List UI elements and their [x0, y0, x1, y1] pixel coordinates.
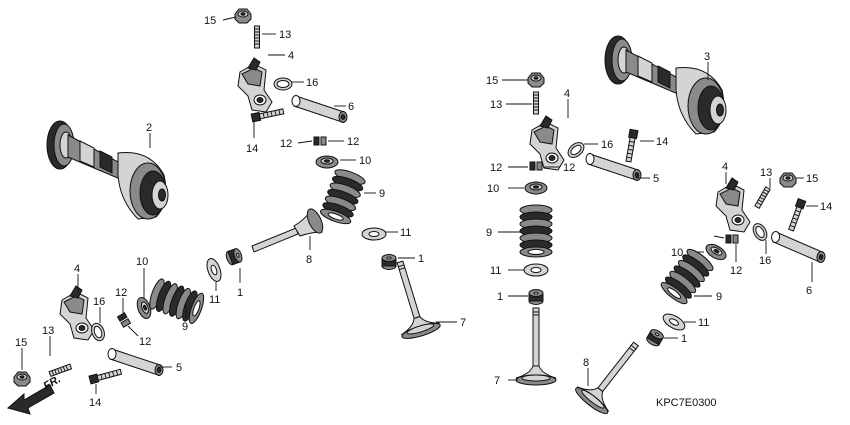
callout-12: 12: [563, 162, 575, 174]
o-ring-16d: [749, 220, 771, 244]
callout-6: 6: [806, 285, 812, 297]
callout-5: 5: [653, 173, 659, 185]
callout-1: 1: [681, 333, 687, 345]
valve-8a: [251, 208, 324, 253]
callout-14: 14: [246, 143, 258, 155]
cotter-12a: [313, 136, 327, 146]
callout-15: 15: [204, 15, 216, 27]
bolt-14b: [88, 367, 123, 385]
callout-10: 10: [487, 183, 499, 195]
callout-1: 1: [418, 253, 424, 265]
cotter-12b: [117, 312, 131, 328]
callout-11: 11: [698, 317, 709, 329]
callout-7: 7: [494, 375, 500, 387]
callout-11: 11: [490, 265, 501, 277]
callout-16: 16: [759, 255, 771, 267]
callout-4: 4: [288, 50, 294, 62]
valve-seal-1a: [381, 254, 397, 270]
bolt-14d: [786, 198, 807, 232]
valve-spring-9a: [318, 166, 368, 228]
o-ring-16a: [273, 77, 293, 91]
valve-seal-1d: [644, 327, 666, 349]
callout-16: 16: [601, 139, 613, 151]
callout-9: 9: [379, 188, 385, 200]
callout-12: 12: [139, 336, 151, 348]
callout-4: 4: [564, 88, 570, 100]
callout-2: 2: [146, 122, 152, 134]
callout-12: 12: [490, 162, 502, 174]
callout-4: 4: [722, 161, 728, 173]
callout-7: 7: [460, 317, 466, 329]
callout-12: 12: [115, 287, 127, 299]
callout-14: 14: [89, 397, 101, 409]
callout-13: 13: [490, 99, 502, 111]
cotter-12c: [529, 161, 543, 171]
callout-9: 9: [486, 227, 492, 239]
spring-seat-11c: [523, 263, 549, 277]
callout-3: 3: [704, 51, 710, 63]
rocker-shaft-6a: [291, 95, 348, 123]
callout-10: 10: [671, 247, 683, 259]
rocker-nut-15b: [13, 371, 31, 387]
rocker-arm-4d: [715, 177, 751, 233]
valve-spring-9c: [519, 204, 553, 258]
callout-9: 9: [182, 321, 188, 333]
callout-14: 14: [820, 201, 832, 213]
o-ring-16c: [564, 139, 588, 161]
rocker-nut-15d: [779, 172, 797, 188]
o-ring-16b: [88, 320, 108, 344]
callout-1: 1: [497, 291, 503, 303]
valve-seal-1c: [528, 289, 544, 305]
spring-seat-11d: [660, 310, 688, 334]
spring-seat-11b: [203, 256, 225, 284]
rocker-arm-4a: [237, 57, 273, 113]
rocker-arm-4b: [59, 285, 95, 341]
bolt-14c: [624, 128, 639, 163]
direction-label: FR.: [42, 373, 63, 392]
valve-spring-9b: [146, 276, 208, 326]
callout-13: 13: [760, 167, 772, 179]
callout-11: 11: [209, 294, 220, 306]
rocker-nut-15a: [234, 8, 252, 24]
rocker-shaft-5b: [585, 153, 642, 181]
front-direction-arrow: [6, 384, 55, 415]
valve-seal-1b: [224, 247, 245, 267]
callout-15: 15: [15, 337, 27, 349]
valve-spring-9d: [657, 245, 717, 308]
callout-13: 13: [279, 29, 291, 41]
rocker-nut-15c: [527, 72, 545, 88]
diagram-code: KPC7E0300: [656, 397, 717, 409]
callout-1: 1: [237, 287, 243, 299]
adjust-screw-13d: [754, 186, 771, 209]
callout-15: 15: [806, 173, 818, 185]
spring-seat-11a: [361, 227, 387, 241]
rocker-shaft-6b: [769, 230, 828, 264]
cotter-12d: [725, 234, 739, 244]
callout-14: 14: [656, 136, 668, 148]
callout-13: 13: [42, 325, 54, 337]
callout-12: 12: [280, 138, 292, 150]
callout-10: 10: [359, 155, 371, 167]
callout-11: 11: [400, 227, 411, 239]
callout-15: 15: [486, 75, 498, 87]
callout-4: 4: [74, 263, 80, 275]
callout-8: 8: [583, 357, 589, 369]
retainer-10a: [315, 155, 339, 169]
callout-16: 16: [93, 296, 105, 308]
callout-8: 8: [306, 254, 312, 266]
valve-8b: [572, 331, 653, 418]
adjust-screw-13c: [533, 91, 539, 115]
adjust-screw-13b: [48, 363, 73, 377]
callout-16: 16: [306, 77, 318, 89]
retainer-10c: [524, 181, 548, 195]
callout-12: 12: [730, 265, 742, 277]
callout-5: 5: [176, 362, 182, 374]
callout-9: 9: [716, 291, 722, 303]
callout-10: 10: [136, 256, 148, 268]
callout-6: 6: [348, 101, 354, 113]
callout-12: 12: [347, 136, 359, 148]
valve-7b: [515, 307, 557, 386]
adjust-screw-13a: [254, 25, 260, 49]
